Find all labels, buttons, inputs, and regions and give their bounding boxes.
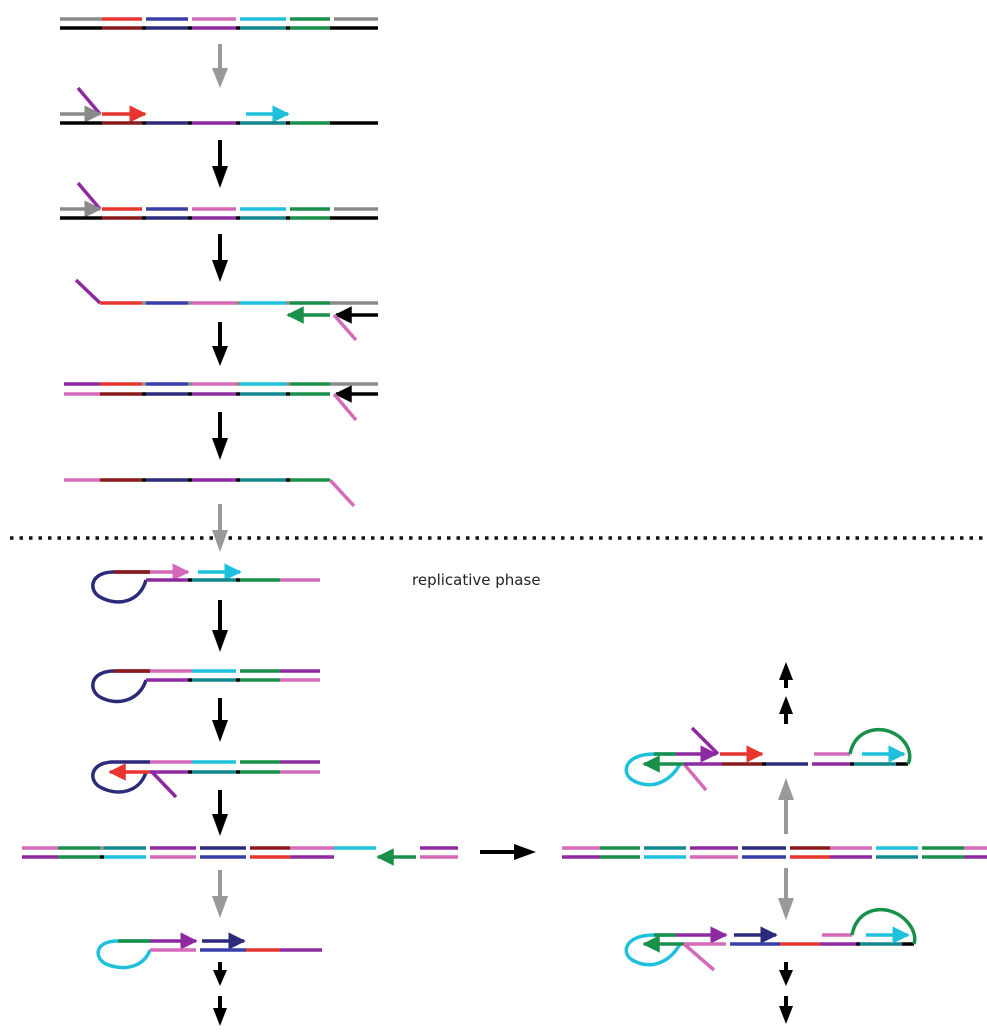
arrow-black-4 [212,322,228,366]
arrow-black-2 [212,140,228,188]
arrow-right-up-grey [778,778,794,834]
arrow-black-11a [213,962,227,986]
step4-reverse-primer [74,278,378,342]
arrow-grey-1 [212,44,228,88]
arrow-black-8 [212,698,228,742]
right-concatemer [562,846,987,859]
step-arrows [212,44,228,1026]
arrow-grey-6 [212,504,228,552]
arrow-black-5 [212,412,228,460]
arrow-right-down-black-1 [779,962,793,986]
step11-loop-left [96,932,322,970]
arrow-right-up-black-1 [779,696,793,724]
step9-loop-primer [91,760,320,799]
step7-loop-structure [91,563,320,604]
step1-dsdna [60,17,378,30]
step3-extended-strand [60,181,378,220]
arrow-to-right-panel [480,844,536,860]
right-upper-loop [624,726,912,792]
step5-dsdna-with-primer [64,382,378,422]
arrow-right-down-black-2 [779,996,793,1024]
arrow-black-11b [213,996,227,1026]
step8-loop-extended [91,669,320,704]
step6-single-strand [64,478,356,508]
arrow-black-9 [212,790,228,836]
right-arrows [778,662,794,1024]
arrow-grey-10 [212,870,228,918]
arrow-right-down-grey [778,868,794,920]
arrow-black-3 [212,234,228,282]
arrow-black-7 [212,600,228,652]
step10-concatemer-left [22,846,458,866]
arrow-right-up-black-2 [779,662,793,688]
step2-primed-template [60,86,378,125]
replicative-phase-label: replicative phase [412,571,541,589]
right-lower-loop [624,907,917,972]
